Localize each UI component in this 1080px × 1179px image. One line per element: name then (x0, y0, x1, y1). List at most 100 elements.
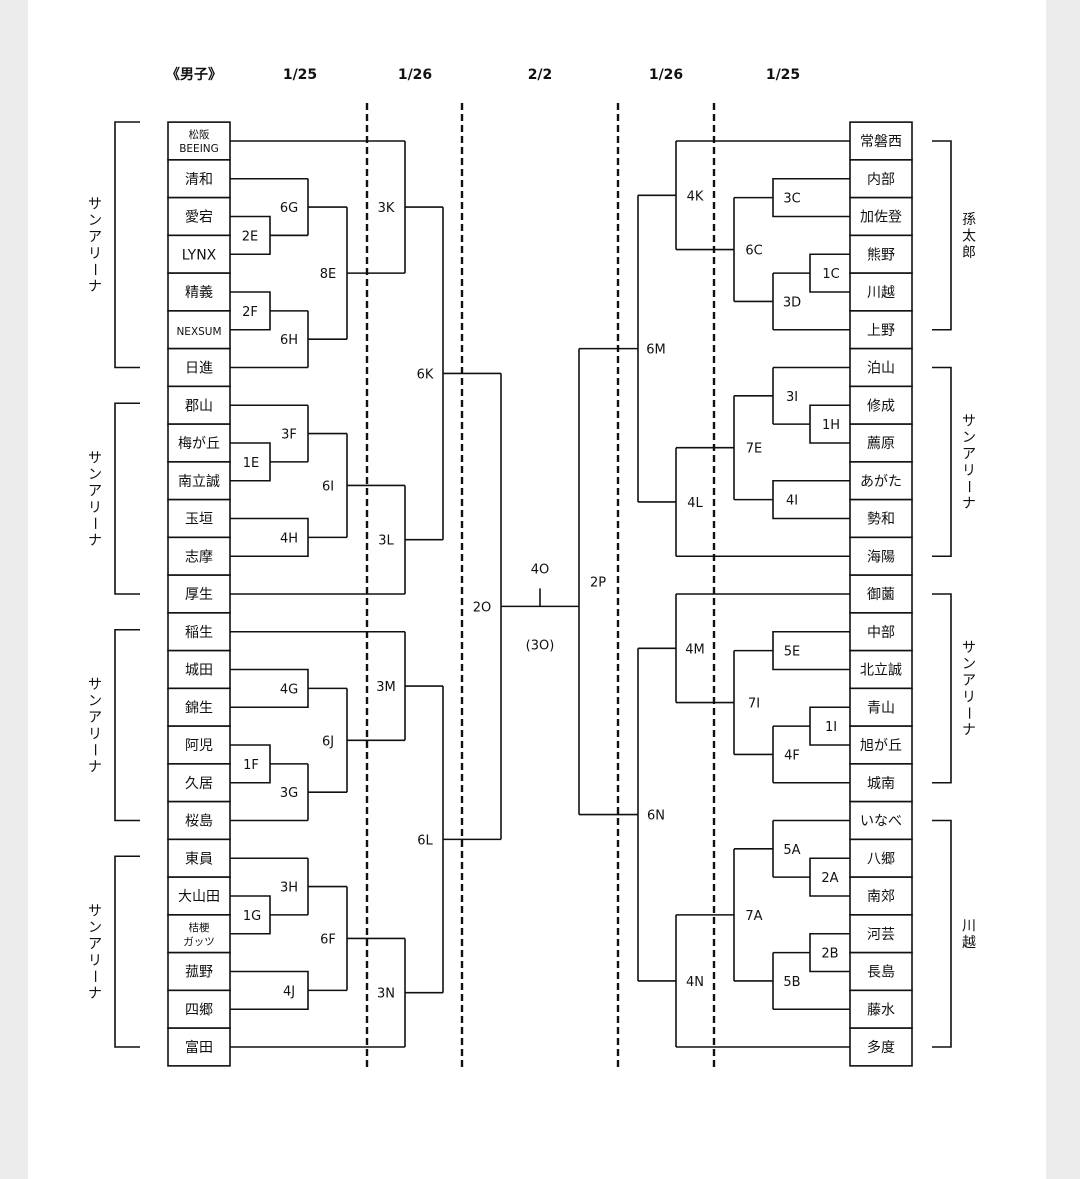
team-name-line: 桔梗 (189, 921, 210, 934)
match-label: 6J (322, 734, 334, 749)
team-name: 志摩 (185, 548, 213, 565)
team-name: LYNX (182, 247, 217, 263)
team-box (167, 347, 231, 388)
venue-char: サ (88, 197, 102, 213)
team-name: 内部 (867, 172, 895, 188)
venue-char: ー (86, 969, 102, 983)
team-name: NEXSUM (176, 326, 221, 338)
team-box (167, 121, 231, 161)
venue-bracket (932, 593, 952, 784)
venue-brackets: サンアリーナサンアリーナサンアリーナサンアリーナ孫太郎サンアリーナサンアリーナ川… (86, 121, 976, 1048)
bracket-lines (230, 140, 850, 1048)
team-name: 四郷 (185, 1002, 213, 1018)
venue-char: ア (88, 710, 102, 726)
date-label: 1/25 (766, 67, 800, 83)
venue-char: ア (88, 936, 102, 952)
match-label: 4G (280, 682, 298, 697)
venue-bracket (114, 855, 140, 1048)
team-box (849, 649, 913, 690)
venue-char: ア (88, 230, 102, 246)
venue-char: ナ (962, 723, 976, 739)
match-label: 6L (417, 833, 433, 848)
venue-char: サ (962, 414, 976, 430)
match-label: 3F (281, 428, 297, 443)
match-label: 2B (821, 947, 838, 962)
match-label: 4F (784, 748, 800, 763)
match-label: 2F (242, 305, 258, 320)
venue-char: ナ (88, 759, 102, 775)
team-name: 清和 (185, 172, 213, 188)
team-name: 青山 (867, 700, 895, 716)
team-name: 郡山 (185, 398, 213, 414)
team-name: 久居 (185, 776, 213, 792)
venue-char: ン (88, 213, 102, 229)
team-name: 多度 (867, 1039, 895, 1056)
team-name: 城田 (185, 663, 213, 679)
match-label: 6H (280, 333, 298, 348)
team-box (167, 649, 231, 690)
team-name: 勢和 (867, 512, 895, 528)
match-label: 3N (377, 987, 395, 1002)
venue-bracket (932, 819, 952, 1048)
team-box (849, 989, 913, 1029)
match-label: 4L (687, 496, 703, 511)
venue-char: ナ (88, 533, 102, 549)
match-label: 3D (783, 295, 801, 310)
team-name: 東員 (185, 851, 213, 867)
team-box (849, 310, 913, 350)
team-name: 加佐登 (860, 210, 902, 226)
team-box (167, 498, 231, 539)
team-box (849, 423, 913, 463)
team-name: 菰野 (185, 965, 213, 981)
team-name: 海陽 (867, 549, 895, 565)
team-box (849, 461, 913, 501)
team-name: 桜島 (185, 814, 213, 830)
team-name: 北立誠 (860, 663, 902, 679)
team-box (849, 574, 913, 614)
team-box (849, 763, 913, 803)
venue-char: ア (962, 447, 976, 463)
date-label: 2/2 (528, 67, 553, 83)
venue-char: サ (88, 903, 102, 919)
team-box (167, 461, 231, 501)
team-name: 御薗 (867, 587, 895, 603)
team-box (849, 1027, 913, 1067)
venue-char: 孫 (962, 212, 976, 228)
team-box (167, 159, 231, 199)
team-box (849, 800, 913, 841)
section-title: 《男子》 (166, 67, 222, 83)
team-name: 泊山 (867, 361, 895, 377)
venue-char: ー (86, 263, 102, 277)
match-label: 1C (822, 267, 839, 282)
team-name: 修成 (867, 398, 895, 414)
team-box (849, 272, 913, 312)
match-label: 6K (417, 367, 434, 382)
round-dividers (365, 103, 716, 1068)
team-name: 長島 (867, 965, 895, 981)
venue-char: リ (962, 463, 976, 479)
match-label: 4K (687, 189, 704, 204)
team-name: 阿児 (185, 738, 213, 754)
bracket-connector (230, 970, 309, 1011)
date-label: 1/25 (283, 67, 317, 83)
venue-char: ナ (962, 496, 976, 512)
match-label: 4M (685, 642, 705, 657)
match-label: (3O) (526, 638, 555, 653)
match-label: 6C (745, 244, 762, 259)
team-box (167, 725, 231, 765)
team-name: 旭が丘 (860, 738, 902, 754)
match-label: 3I (786, 390, 798, 405)
team-box (167, 914, 231, 954)
team-name-line: 松阪 (189, 128, 210, 141)
match-label: 7E (746, 442, 763, 457)
venue-char: ン (88, 920, 102, 936)
team-name: 南郊 (867, 888, 895, 905)
team-name: 熊野 (867, 247, 895, 263)
team-box (849, 914, 913, 954)
team-name: 藤水 (867, 1002, 895, 1018)
match-label: 6I (322, 479, 334, 494)
date-label: 1/26 (649, 67, 683, 83)
venue-char: ナ (88, 986, 102, 1002)
team-name: いなべ (860, 814, 902, 830)
